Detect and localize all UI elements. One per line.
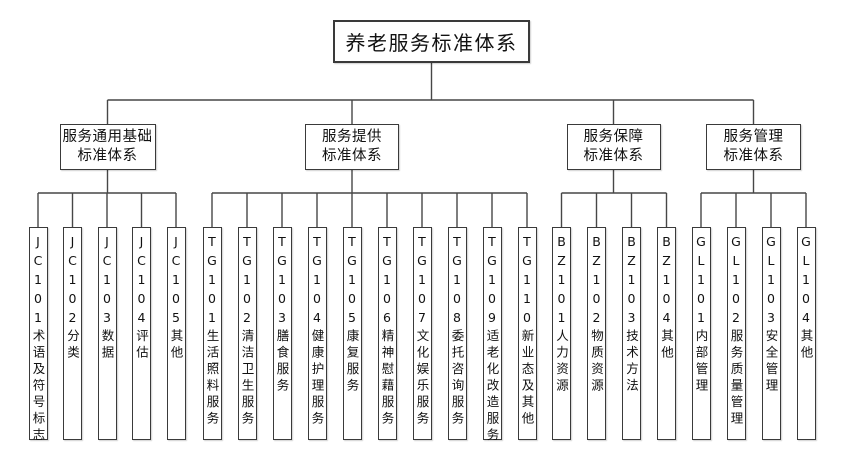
leaf-label: TG109适老化改造服务 (484, 234, 500, 445)
leaf-label: JC104评估 (134, 234, 149, 362)
leaf-label: GL104其他 (798, 234, 814, 362)
leaf-label: BZ103技术方法 (624, 234, 639, 395)
branch-node-4: 服务管理标准体系 (706, 124, 801, 170)
leaf-label: TG110新业态及其他 (519, 234, 535, 428)
leaf-node: JC104评估 (132, 227, 151, 440)
leaf-node: TG108委托咨询服务 (447, 227, 467, 440)
branch-title-line1: 服务保障 (583, 129, 644, 145)
leaf-node: GL101内部管理 (691, 227, 711, 440)
leaf-node: JC101术语及符号标志 (28, 227, 48, 445)
leaf-node: BZ104其他 (657, 227, 676, 440)
leaf-label: GL101内部管理 (693, 234, 709, 395)
root-node: 养老服务标准体系 (333, 20, 530, 63)
branch-title-line2: 标准体系 (322, 148, 382, 164)
leaf-node: BZ101人力资源 (552, 227, 571, 440)
leaf-label: GL102服务质量管理 (728, 234, 744, 428)
leaf-node: BZ102物质资源 (587, 227, 606, 440)
leaf-label: TG106精神慰藉服务 (379, 234, 395, 428)
leaf-node: TG107文化娱乐服务 (412, 227, 432, 440)
leaf-node: TG109适老化改造服务 (482, 227, 502, 445)
branch-title-line2: 标准体系 (723, 148, 784, 164)
leaf-label: BZ104其他 (659, 234, 674, 362)
leaf-label: TG108委托咨询服务 (449, 234, 465, 428)
leaf-node: TG103膳食服务 (272, 227, 292, 440)
branch-title-line2: 标准体系 (77, 148, 138, 164)
leaf-label: JC102分类 (65, 234, 80, 362)
branch-node-1: 服务通用基础标准体系 (59, 124, 156, 170)
branch-node-2: 服务提供标准体系 (305, 124, 399, 170)
branch-title-line1: 服务管理 (723, 129, 784, 145)
leaf-node: TG110新业态及其他 (517, 227, 537, 440)
leaf-label: GL103安全管理 (763, 234, 779, 395)
leaf-node: GL103安全管理 (761, 227, 781, 440)
leaf-node: BZ103技术方法 (622, 227, 641, 440)
leaf-label: TG107文化娱乐服务 (414, 234, 430, 428)
leaf-node: GL104其他 (796, 227, 816, 440)
leaf-label: TG104健康护理服务 (309, 234, 325, 428)
branch-title-line1: 服务提供 (322, 129, 382, 145)
root-title: 养老服务标准体系 (345, 31, 518, 55)
leaf-label: TG101生活照料服务 (204, 234, 220, 428)
leaf-node: TG105康复服务 (342, 227, 362, 440)
leaf-label: JC101术语及符号标志 (30, 234, 46, 445)
leaf-node: TG102清洁卫生服务 (237, 227, 257, 440)
leaf-label: JC105其他 (168, 234, 184, 362)
leaf-node: TG104健康护理服务 (307, 227, 327, 440)
leaf-node: JC102分类 (63, 227, 82, 440)
leaf-label: BZ102物质资源 (589, 234, 604, 395)
leaf-node: TG106精神慰藉服务 (377, 227, 397, 440)
leaf-label: JC103数据 (99, 234, 115, 362)
leaf-node: GL102服务质量管理 (726, 227, 746, 440)
branch-node-3: 服务保障标准体系 (566, 124, 661, 170)
branch-title-line1: 服务通用基础 (62, 129, 153, 145)
leaf-label: BZ101人力资源 (554, 234, 569, 395)
branch-title-line2: 标准体系 (583, 148, 644, 164)
leaf-node: JC103数据 (97, 227, 117, 440)
leaf-label: TG105康复服务 (344, 234, 360, 395)
leaf-label: TG102清洁卫生服务 (239, 234, 255, 428)
leaf-label: TG103膳食服务 (274, 234, 290, 395)
leaf-node: JC105其他 (166, 227, 186, 440)
leaf-node: TG101生活照料服务 (202, 227, 222, 440)
